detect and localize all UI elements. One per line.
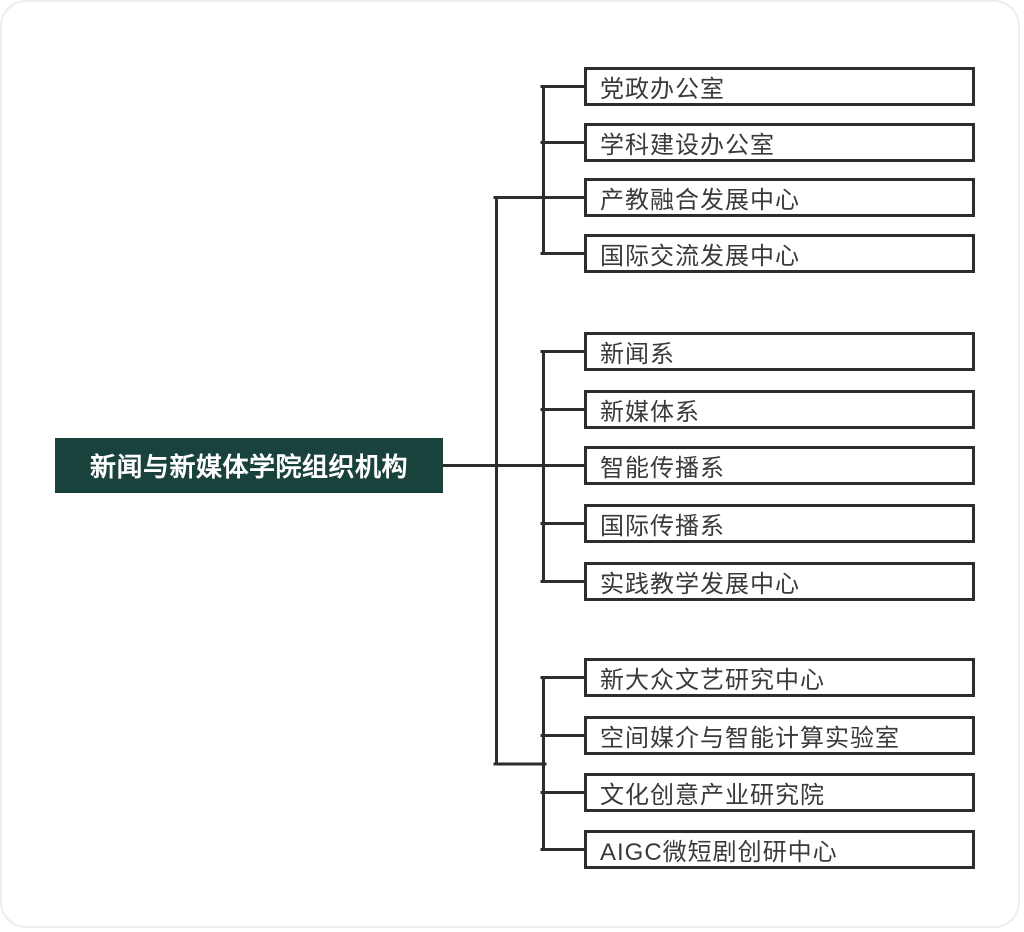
org-box-cultural-creative-inst: 文化创意产业研究院 [584,773,975,812]
org-box-mass-literature-center: 新大众文艺研究中心 [584,658,975,697]
org-box-journalism-dept: 新闻系 [584,332,975,371]
org-box-intl-exchange-center: 国际交流发展中心 [584,234,975,273]
org-box-practice-teaching-center: 实践教学发展中心 [584,562,975,601]
org-box-intl-comm-dept: 国际传播系 [584,504,975,543]
org-box-aigc-drama-center: AIGC微短剧创研中心 [584,830,975,869]
org-box-industry-education-center: 产教融合发展中心 [584,178,975,217]
org-box-intelligent-comm-dept: 智能传播系 [584,446,975,485]
org-box-spatial-media-lab: 空间媒介与智能计算实验室 [584,716,975,755]
org-box-discipline-office: 学科建设办公室 [584,123,975,162]
root-node-college: 新闻与新媒体学院组织机构 [55,438,443,493]
org-box-party-admin-office: 党政办公室 [584,67,975,106]
org-box-new-media-dept: 新媒体系 [584,390,975,429]
